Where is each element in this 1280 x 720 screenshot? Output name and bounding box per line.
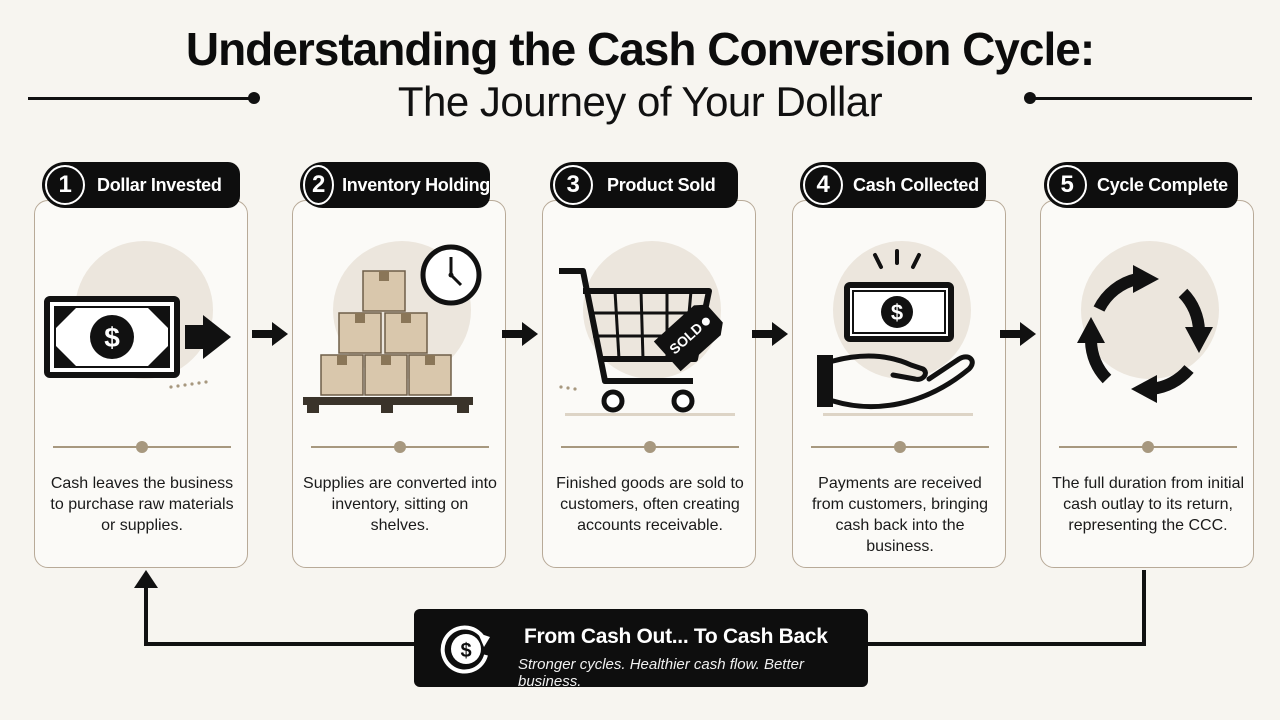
step-title: Inventory Holding [342,174,490,195]
summary-banner: $ From Cash Out... To Cash Back Stronger… [414,609,868,690]
step-description: Supplies are converted into inventory, s… [303,475,497,534]
circular-arrows-icon [1077,265,1213,403]
dollar-bill-arrow-icon: $ [44,296,231,389]
step-description: The full duration from initial cash outl… [1051,475,1245,534]
banner-tagline: Stronger cycles. Healthier cash flow. Be… [518,656,804,690]
step-arrow-icon [252,322,288,346]
step-title: Product Sold [607,174,716,195]
step-tab-4: 4 Cash Collected [800,162,986,208]
page-title: Understanding the Cash Conversion Cycle: [185,23,1095,75]
step-card-3: SOLD Finished goods are sold to customer… [542,200,756,568]
step-card-4: $ Payments are received from customers, … [792,200,1006,568]
step-arrow-icon [1000,322,1036,346]
step-description: Payments are received from customers, br… [811,475,989,555]
svg-text:$: $ [460,640,471,662]
step-tab-5: 5 Cycle Complete [1044,162,1238,208]
header-rule-left-dot [248,92,260,104]
step-tab-2: 2 Inventory Holding [300,162,490,208]
header-rule-right-dot [1024,92,1036,104]
step-card-5: The full duration from initial cash outl… [1040,200,1254,568]
step-arrow-icon [502,322,538,346]
step-number: 2 [303,165,335,205]
step-tab-3: 3 Product Sold [550,162,738,208]
svg-text:$: $ [891,300,903,325]
banner-title: From Cash Out... To Cash Back [524,625,828,648]
step-title: Dollar Invested [97,174,222,195]
shopping-cart-sold-tag-icon: SOLD [559,268,735,416]
step-number: 4 [803,165,843,205]
step-description: Cash leaves the business to purchase raw… [50,475,234,534]
step-title: Cash Collected [853,174,979,195]
inventory-boxes-clock-icon [303,244,482,413]
step-card-1: $ Cash leaves the business to purchase r… [34,200,248,568]
dollar-cycle-icon: $ [440,625,490,674]
step-number: 5 [1047,165,1087,205]
step-number: 1 [45,165,85,205]
step-tab-1: 1 Dollar Invested [42,162,240,208]
step-arrow-icon [752,322,788,346]
step-description: Finished goods are sold to customers, of… [556,475,744,534]
header-rule-right [1032,97,1252,100]
step-number: 3 [553,165,593,205]
step-card-2: Supplies are converted into inventory, s… [292,200,506,568]
header-rule-left [28,97,250,100]
page-subtitle: The Journey of Your Dollar [397,78,883,125]
step-title: Cycle Complete [1097,174,1228,195]
hand-receiving-cash-icon: $ [817,249,975,416]
svg-text:$: $ [104,322,120,353]
